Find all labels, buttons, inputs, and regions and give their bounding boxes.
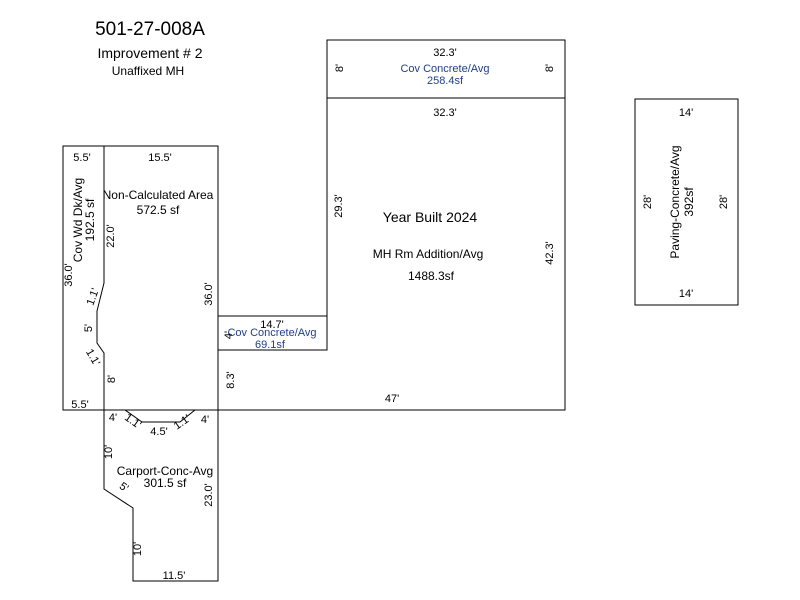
cov-concrete-small-dim-top: 14.7' (260, 319, 284, 331)
non-calculated-dim-right: 36.0' (203, 282, 215, 306)
cov-concrete-small-name: Cov Concrete/Avg (227, 327, 316, 339)
improvement-label: Improvement # 2 (97, 45, 202, 61)
non-calculated-dim-top: 15.5' (148, 152, 172, 164)
paving-dim-bottom: 14' (679, 288, 693, 300)
cov-concrete-small-dim-left: 4' (223, 331, 235, 339)
main-year-built: Year Built 2024 (383, 209, 478, 225)
carport-outline (103, 409, 219, 582)
non-calculated-area: 572.5 sf (137, 203, 180, 217)
paving-outline (634, 98, 739, 306)
cov-wd-dk-dim-notch-2: 5' (83, 324, 95, 332)
cov-wd-dk-dim-notch-1: 1.1' (85, 287, 102, 307)
cov-wd-dk-dim-bottom: 5.5' (71, 399, 88, 411)
paving-dim-right: 28' (718, 195, 730, 209)
cov-wd-dk-dim-left: 36.0' (63, 263, 75, 287)
cov-concrete-top-dim-left: 8' (334, 64, 346, 72)
carport-dim-top-right: 4' (201, 414, 209, 426)
paving-area: 392sf (682, 187, 696, 217)
cov-wd-dk-outline (62, 145, 219, 411)
carport-dim-diag: 5' (117, 480, 131, 495)
main-area: 1488.3sf (408, 269, 455, 283)
carport-dim-left-1: 10' (103, 445, 115, 459)
non-calculated-dim-step: 8' (106, 375, 118, 383)
cov-concrete-small-area: 69.1sf (255, 339, 286, 351)
main-dim-bottom: 47' (385, 393, 399, 405)
carport-dim-right: 23.0' (203, 483, 215, 507)
non-calculated-divider (96, 146, 105, 410)
main-dim-top: 32.3' (433, 107, 457, 119)
paving-dim-left: 28' (642, 195, 654, 209)
paving-dim-top: 14' (679, 107, 693, 119)
carport-dim-top-left: 4' (109, 412, 117, 424)
carport-name: Carport-Conc-Avg (117, 464, 213, 478)
paving-name: Paving-Concrete/Avg (668, 145, 682, 258)
main-name: MH Rm Addition/Avg (373, 247, 484, 261)
carport-area: 301.5 sf (144, 476, 187, 490)
parcel-id: 501-27-008A (95, 19, 205, 40)
non-calculated-name: Non-Calculated Area (103, 188, 214, 202)
cov-wd-dk-dim-top: 5.5' (73, 152, 90, 164)
cov-wd-dk-area: 192.5 sf (83, 198, 97, 241)
carport-dim-top-mid: 4.5' (150, 426, 167, 438)
main-dim-lower-left: 8.3' (225, 371, 237, 388)
cov-wd-dk-dim-notch-3: 1.1' (83, 347, 102, 368)
non-calculated-dim-left: 22.0' (105, 224, 117, 248)
main-dim-left: 29.3' (333, 194, 345, 218)
cov-concrete-top-area: 258.4sf (427, 75, 464, 87)
cov-concrete-top-dim-top: 32.3' (433, 47, 457, 59)
cov-concrete-top-name: Cov Concrete/Avg (400, 63, 489, 75)
cov-wd-dk-name: Cov Wd Dk/Avg (71, 178, 85, 262)
cov-concrete-top-dim-right: 8' (544, 64, 556, 72)
improvement-subtitle: Unaffixed MH (112, 64, 184, 78)
carport-dim-left-2: 10' (132, 542, 144, 556)
carport-dim-chamfer-1: 1.1' (122, 412, 143, 432)
carport-dim-bottom: 11.5' (163, 570, 186, 582)
main-dim-right: 42.3' (544, 241, 556, 265)
carport-dim-chamfer-2: 1.1' (172, 413, 193, 433)
